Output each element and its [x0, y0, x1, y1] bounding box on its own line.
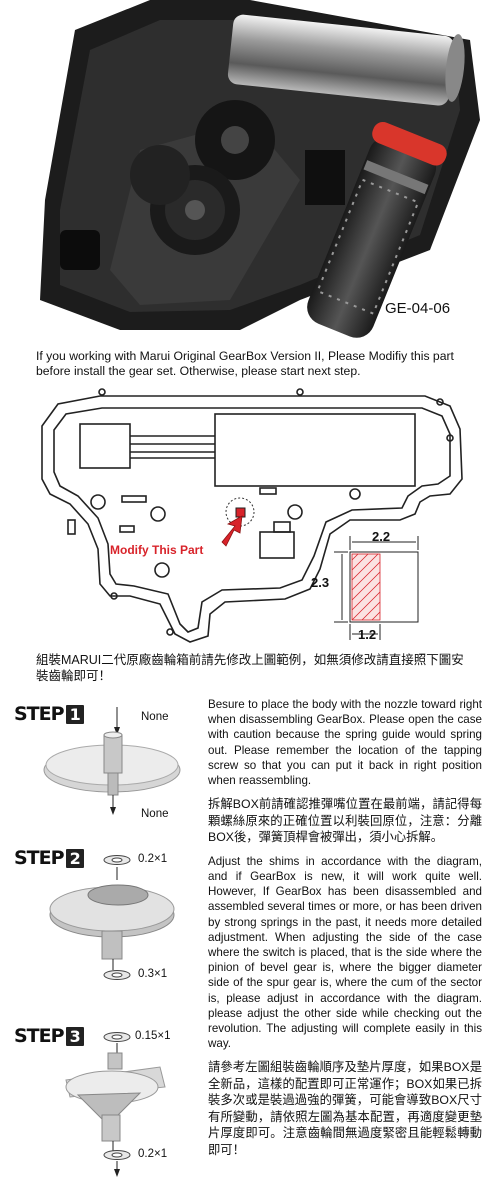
chinese-note: 組裝MARUI二代原廠齒輪箱前請先修改上圖範例，如無須修改請直接照下圖安裝齒輪即… — [36, 653, 464, 683]
instructions-column: Besure to place the body with the nozzle… — [208, 697, 482, 1166]
step3-number: 3 — [65, 1027, 84, 1046]
intro-text: If you working with Marui Original GearB… — [36, 349, 454, 378]
paragraph-2-english: Adjust the shims in accordance with the … — [208, 854, 482, 1051]
step3-label: STEP — [14, 1025, 65, 1047]
paragraph-1-chinese: 拆解BOX前請確認推彈嘴位置在最前端，請記得每顆螺絲原來的正確位置以利裝回原位，… — [208, 797, 482, 845]
step1-label: STEP — [14, 703, 65, 725]
gearbox-diagram-drawing — [41, 388, 463, 643]
gearbox-photo-drawing — [40, 0, 480, 338]
step2-gear-icon — [49, 855, 175, 980]
step3-top-shim: 0.15×1 — [135, 1030, 171, 1042]
step3-bottom-shim: 0.2×1 — [138, 1148, 168, 1160]
step3-gear-icon — [65, 1032, 166, 1177]
step2-bottom-shim: 0.3×1 — [138, 968, 168, 980]
gear-illustrations — [43, 707, 181, 1177]
step2-number: 2 — [65, 849, 84, 868]
step1-number: 1 — [65, 705, 84, 724]
step2-top-shim: 0.2×1 — [138, 853, 168, 865]
gearbox-photo — [0, 0, 500, 345]
step1-gear-icon — [43, 707, 181, 815]
step2-label: STEP — [14, 847, 65, 869]
step1-bottom-shim: None — [141, 808, 169, 820]
dimension-top: 2.2 — [372, 529, 391, 544]
gearbox-diagram — [30, 384, 470, 652]
modify-this-part-label: Modify This Part — [110, 543, 204, 557]
paragraph-1-english: Besure to place the body with the nozzle… — [208, 698, 482, 788]
product-code: GE-04-06 — [385, 300, 451, 317]
step1-top-shim: None — [141, 711, 169, 723]
paragraph-2-chinese: 請參考左圖組裝齒輪順序及墊片厚度，如果BOX是全新品，這樣的配置即可正常運作；B… — [208, 1060, 482, 1157]
dimension-side: 2.3 — [311, 575, 330, 590]
dimension-bottom: 1.2 — [358, 627, 377, 642]
